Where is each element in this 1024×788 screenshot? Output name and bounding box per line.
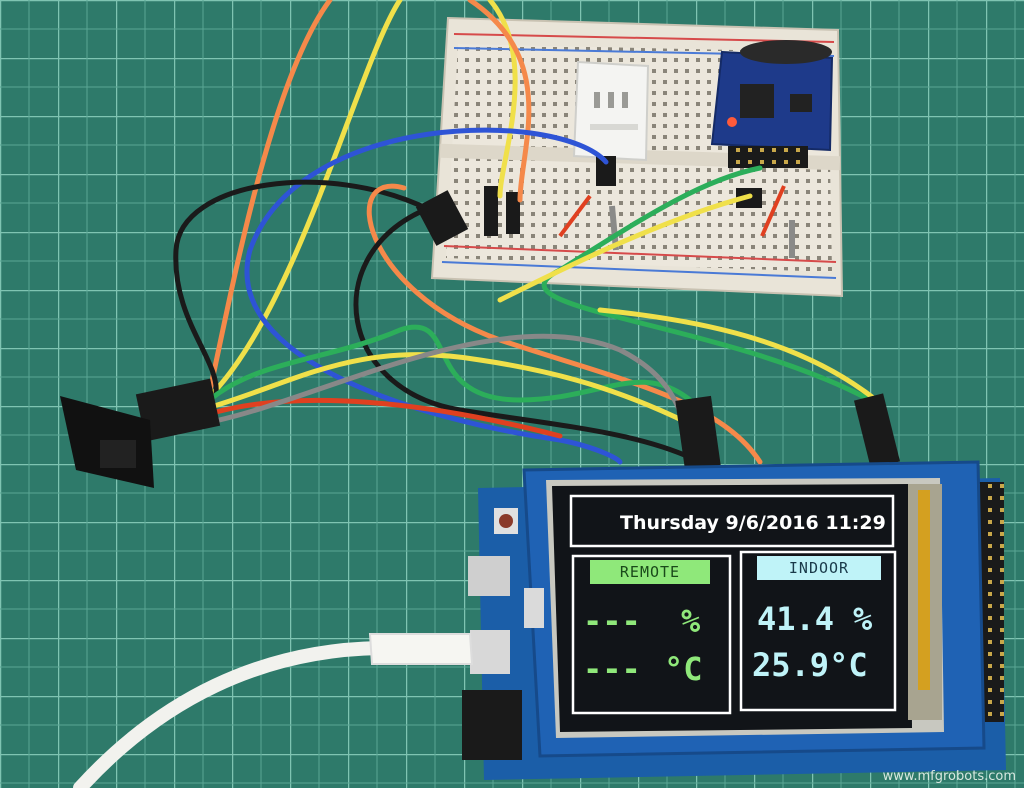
connector-block xyxy=(506,192,520,234)
jumper-wire xyxy=(558,194,592,238)
connector-block xyxy=(675,395,721,471)
lcd-frames xyxy=(569,494,897,715)
watermark: www.mfgrobots.com xyxy=(882,769,1016,784)
remote-humidity-value: --- xyxy=(583,602,641,640)
connector-block xyxy=(135,378,221,442)
jumper-wire xyxy=(760,185,786,237)
remote-sensor-module xyxy=(60,396,154,488)
usb-cable xyxy=(73,633,474,788)
indoor-temperature-value: 25.9°C xyxy=(752,646,868,684)
indoor-humidity-unit: % xyxy=(853,600,873,638)
indoor-humidity-value: 41.4 xyxy=(757,600,835,638)
lcd-shield xyxy=(522,460,986,758)
remote-temperature-value: --- xyxy=(583,650,641,688)
connector-block xyxy=(415,190,469,246)
rtc-module xyxy=(710,40,834,168)
remote-label: REMOTE xyxy=(590,560,710,584)
remote-temperature-unit: °C xyxy=(664,650,703,688)
indoor-label: INDOOR xyxy=(757,556,881,580)
humidity-sensor xyxy=(572,60,650,186)
wire-bundle xyxy=(173,0,879,465)
lcd-datetime: Thursday 9/6/2016 11:29 xyxy=(620,512,886,534)
connector-block xyxy=(853,393,901,469)
connector-block xyxy=(484,186,498,236)
remote-humidity-unit: % xyxy=(681,602,701,640)
